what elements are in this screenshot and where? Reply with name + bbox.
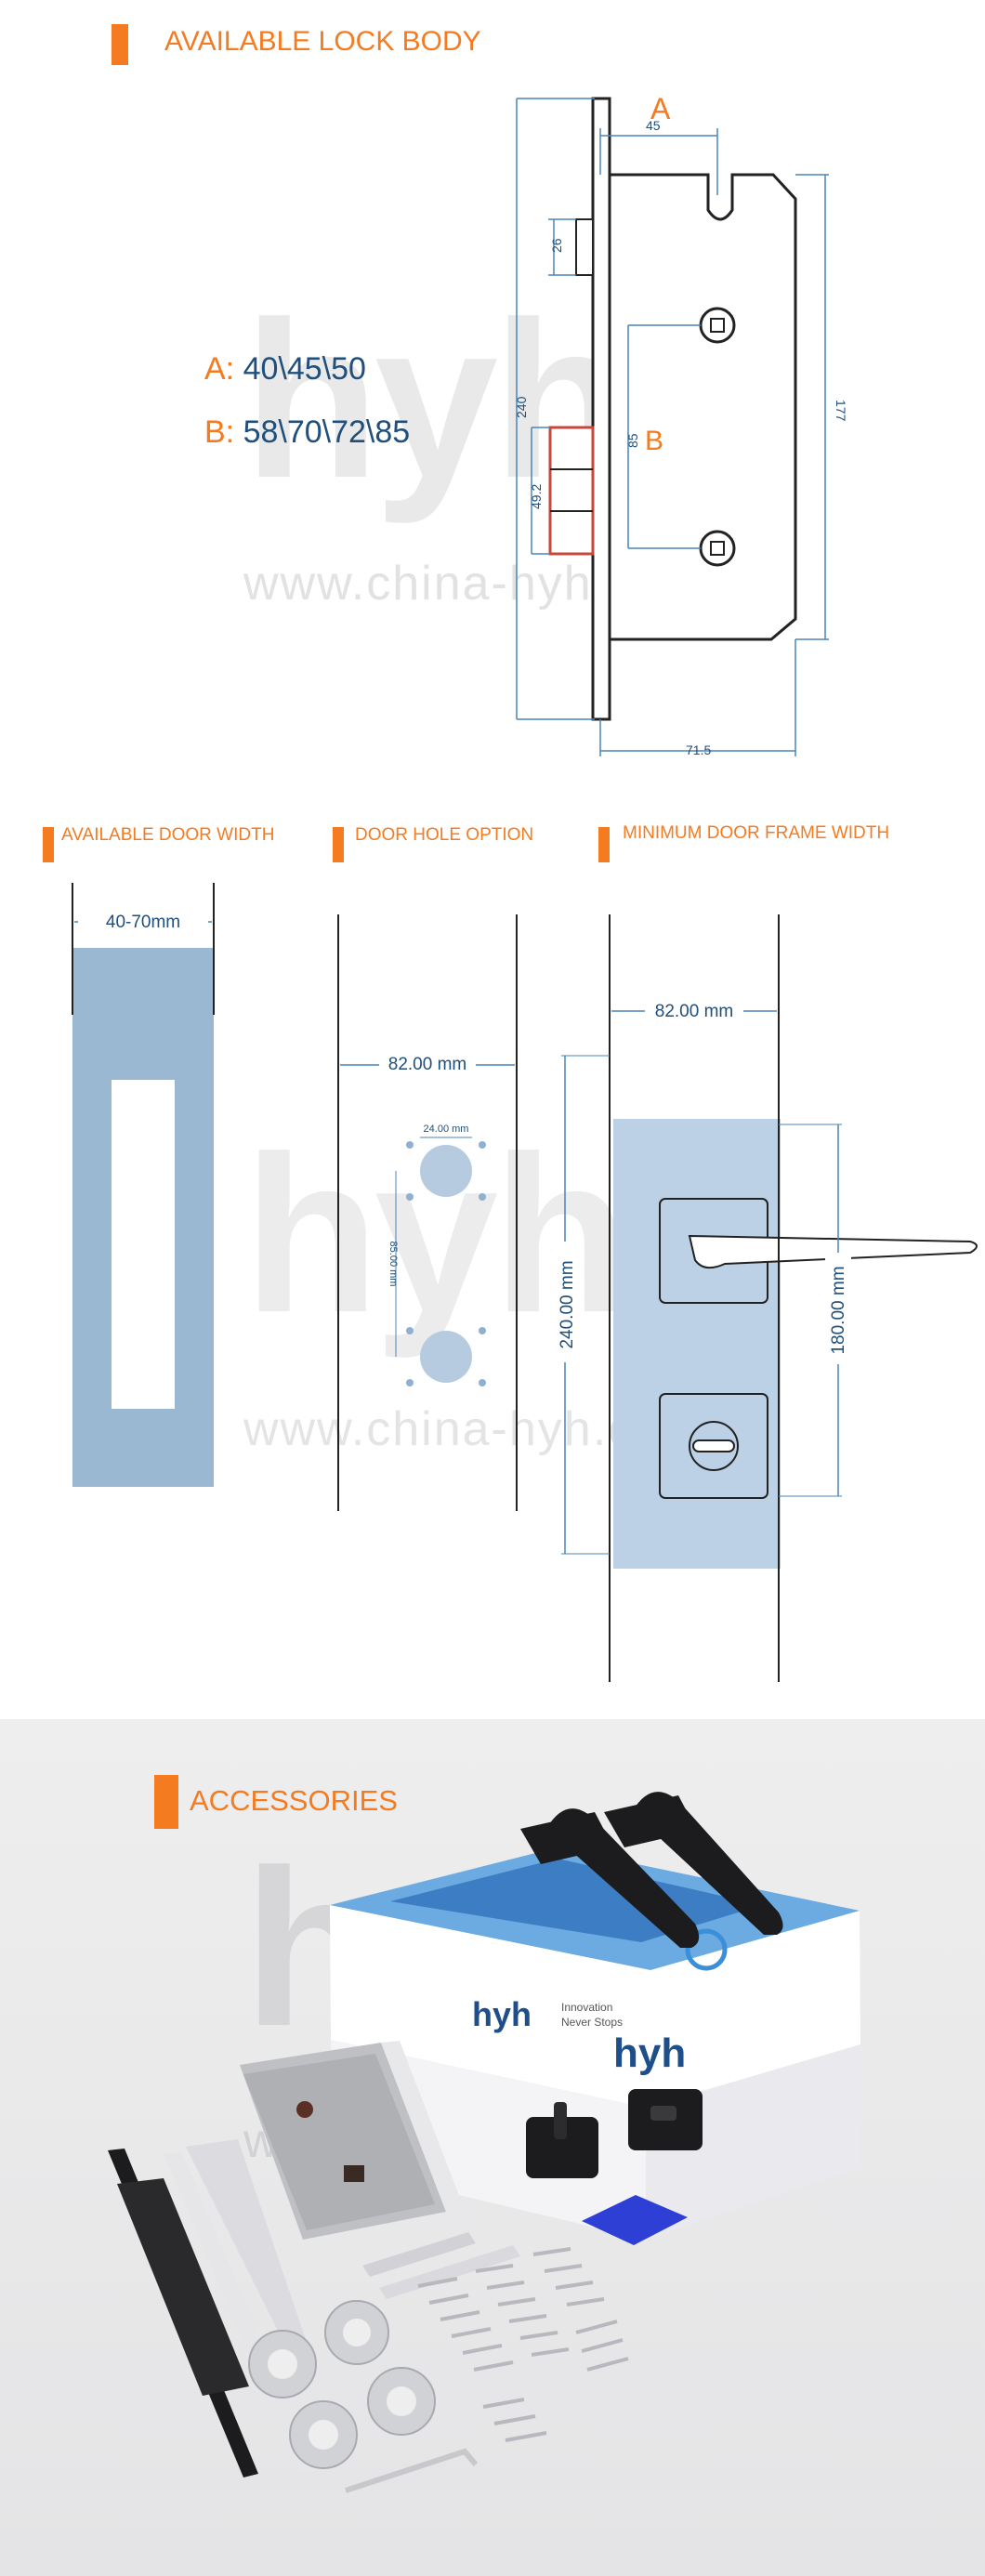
mortise-cutout bbox=[112, 1080, 175, 1409]
lock-body-title: AVAILABLE LOCK BODY bbox=[164, 26, 481, 57]
door-hole-title: DOOR HOLE OPTION bbox=[355, 825, 534, 845]
hole-diameter: 24.00 mm bbox=[424, 1124, 469, 1135]
dim-71-5: 71.5 bbox=[686, 743, 711, 757]
spindle-2 bbox=[379, 2245, 520, 2299]
rose-spacing: 180.00 mm bbox=[829, 1266, 848, 1354]
frame-width-title: MINIMUM DOOR FRAME WIDTH bbox=[623, 823, 890, 843]
latch-bolt bbox=[575, 218, 594, 276]
thumbturn-rose bbox=[659, 1393, 768, 1499]
door-width-title: AVAILABLE DOOR WIDTH bbox=[61, 825, 275, 845]
dim-85: 85 bbox=[625, 433, 640, 448]
section-marker bbox=[598, 827, 610, 862]
allen-key bbox=[345, 2448, 479, 2493]
accessories-section: hyh www.china-hyh.com ACCESSORIES hyh In… bbox=[0, 1719, 985, 2576]
thumbturn-rose bbox=[526, 2117, 598, 2178]
deadbolt bbox=[548, 426, 595, 556]
label-b: B bbox=[645, 426, 663, 456]
frame-plate bbox=[613, 1119, 781, 1569]
section-marker bbox=[43, 827, 54, 862]
box-logo: hyh bbox=[472, 1995, 532, 2033]
spec-b-values: 58\70\72\85 bbox=[243, 414, 411, 450]
spec-a-row: A: 40\45\50 bbox=[204, 351, 366, 388]
box-logo-large: hyh bbox=[613, 2031, 686, 2076]
dim-240: 240 bbox=[514, 396, 529, 418]
door-spec-section: hyh www.china-hyh.com AVAILABLE DOOR WID… bbox=[0, 799, 985, 1719]
section-marker bbox=[112, 24, 128, 65]
dim-45: 45 bbox=[646, 118, 661, 133]
dim-26: 26 bbox=[549, 238, 564, 253]
spec-b-key: B: bbox=[204, 414, 235, 450]
lock-body-section: AVAILABLE LOCK BODY hyh www.china-hyh.co… bbox=[0, 0, 985, 799]
frame-width: 82.00 mm bbox=[655, 1002, 733, 1021]
section-marker bbox=[333, 827, 344, 862]
door-width-value: 40-70mm bbox=[106, 913, 180, 932]
faceplate bbox=[591, 97, 611, 721]
hole-top bbox=[420, 1145, 472, 1197]
hole-spacing: 85.00 mm bbox=[387, 1242, 399, 1287]
template-card bbox=[582, 2195, 688, 2245]
box-tagline-1: Innovation bbox=[561, 2001, 612, 2014]
spindle bbox=[362, 2232, 476, 2277]
label-a: A bbox=[650, 92, 671, 125]
dim-49-2: 49.2 bbox=[529, 484, 544, 509]
spec-b-row: B: 58\70\72\85 bbox=[204, 414, 410, 451]
screws bbox=[417, 2247, 629, 2442]
cylinder-hole bbox=[699, 530, 736, 567]
lock-case bbox=[608, 173, 797, 641]
spec-a-values: 40\45\50 bbox=[243, 351, 366, 387]
frame-height: 240.00 mm bbox=[558, 1260, 577, 1348]
accessories-title: ACCESSORIES bbox=[190, 1784, 398, 1817]
follower-hole bbox=[699, 307, 736, 344]
hole-bottom bbox=[420, 1331, 472, 1383]
door-spec-drawing: 40-70mm 82.00 mm 24.00 mm 85.00 mm bbox=[72, 883, 978, 1682]
hole-width: 82.00 mm bbox=[388, 1055, 466, 1074]
box-tagline-2: Never Stops bbox=[561, 2016, 623, 2029]
lever-handles bbox=[520, 1792, 783, 1948]
thumbturn bbox=[689, 1421, 739, 1471]
spec-a-key: A: bbox=[204, 351, 235, 387]
accessories-illustration: hyh Innovation Never Stops hyh bbox=[108, 1792, 860, 2493]
section-marker bbox=[154, 1775, 178, 1829]
lock-body-drawing: A 45 26 240 177 85 B 49.2 71.5 bbox=[514, 92, 848, 757]
dim-177: 177 bbox=[834, 400, 848, 422]
